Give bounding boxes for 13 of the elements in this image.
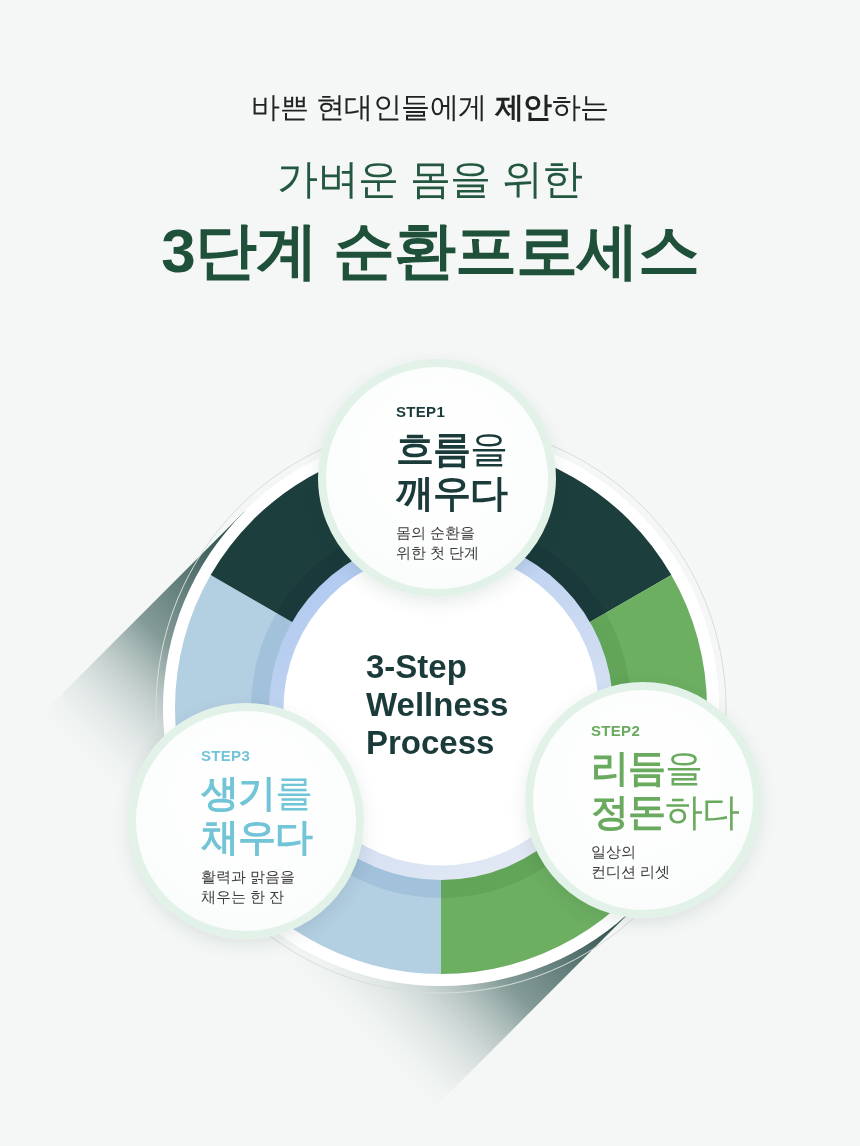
center-title: 3-Step Wellness Process — [366, 648, 509, 762]
step-number: STEP2 — [591, 722, 641, 740]
subtitle: 가벼운 몸을 위한 — [277, 155, 583, 204]
step-title: 흐름을 깨우다 — [396, 427, 509, 515]
step-description: 일상의 컨디션 리셋 — [591, 842, 672, 882]
step-description: 몸의 순환을 위한 첫 단계 — [396, 523, 481, 563]
step-title: 리듬을 정돈하다 — [591, 746, 740, 834]
step-title: 생기를 채우다 — [201, 771, 314, 859]
tagline: 바쁜 현대인들에게 제안하는 — [251, 90, 609, 125]
step-description: 활력과 맑음을 채우는 한 잔 — [201, 867, 297, 907]
step-number: STEP1 — [396, 403, 446, 421]
step-number: STEP3 — [201, 747, 251, 765]
title: 3단계 순환프로세스 — [161, 215, 699, 287]
